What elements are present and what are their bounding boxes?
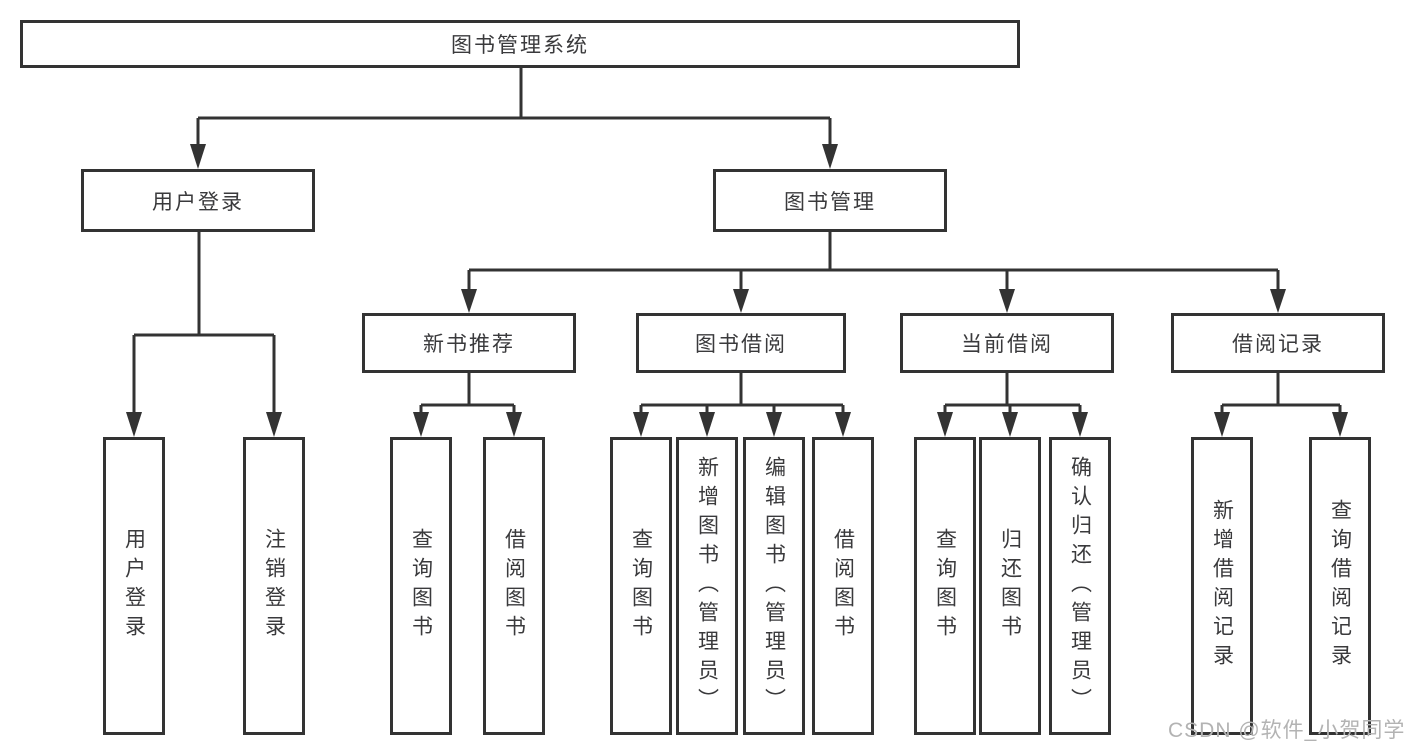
leaf-label: 查询图书 [933,528,957,644]
leaf-confirm-return-admin: 确认归还（管理员） [1049,437,1111,735]
arrow-icon [126,412,142,437]
connector-new-book-recommend-to-leaves [419,373,516,414]
leaf-return-books: 归还图书 [979,437,1041,735]
leaf-label: 编辑图书（管理员） [762,455,786,717]
leaf-label: 确认归还（管理员） [1068,455,1092,717]
node-book-borrowing: 图书借阅 [636,313,846,373]
connector-root-to-level2 [196,68,832,147]
leaf-label: 查询图书 [409,528,433,644]
connector-book-management-to-level3 [467,232,1280,291]
arrow-icon [506,412,522,437]
arrow-icon [1072,412,1088,437]
node-root-library-management-system: 图书管理系统 [20,20,1020,68]
leaf-edit-books-admin: 编辑图书（管理员） [743,437,805,735]
leaf-label: 注销登录 [262,528,286,644]
arrow-icon [835,412,851,437]
csdn-watermark: CSDN @软件_小贺同学 [1168,719,1405,742]
node-user-login: 用户登录 [81,169,315,232]
arrow-icon [1270,289,1286,313]
leaf-label: 用户登录 [122,528,146,644]
connector-user-login-to-leaves [132,232,276,414]
arrow-icon [413,412,429,437]
leaf-label: 查询图书 [629,528,653,644]
leaf-add-books-admin: 新增图书（管理员） [676,437,738,735]
leaf-borrow-books: 借阅图书 [812,437,874,735]
arrow-icon [733,289,749,313]
leaf-label: 借阅图书 [831,528,855,644]
connector-borrowing-records-to-leaves [1220,373,1342,414]
arrow-icon [1332,412,1348,437]
leaf-logout: 注销登录 [243,437,305,735]
arrowheads [126,144,1348,437]
node-book-management: 图书管理 [713,169,947,232]
node-new-book-recommend: 新书推荐 [362,313,576,373]
leaf-add-borrow-record: 新增借阅记录 [1191,437,1253,735]
leaf-label: 归还图书 [998,528,1022,644]
leaf-label: 新增借阅记录 [1210,499,1234,673]
leaf-label: 查询借阅记录 [1328,499,1352,673]
leaf-label: 新增图书（管理员） [695,455,719,717]
arrow-icon [461,289,477,313]
connector-book-borrowing-to-leaves [639,373,845,414]
leaf-query-borrow-record: 查询借阅记录 [1309,437,1371,735]
leaf-query-books-recommend: 查询图书 [390,437,452,735]
arrow-icon [822,144,838,169]
arrow-icon [1002,412,1018,437]
arrow-icon [190,144,206,169]
leaf-label: 借阅图书 [502,528,526,644]
connector-current-borrowing-to-leaves [943,373,1082,414]
leaf-query-books-borrowing: 查询图书 [610,437,672,735]
arrow-icon [633,412,649,437]
arrow-icon [1214,412,1230,437]
leaf-user-login: 用户登录 [103,437,165,735]
arrow-icon [699,412,715,437]
arrow-icon [999,289,1015,313]
arrow-icon [937,412,953,437]
node-borrowing-records: 借阅记录 [1171,313,1385,373]
arrow-icon [266,412,282,437]
leaf-query-books-current: 查询图书 [914,437,976,735]
leaf-borrow-books-recommend: 借阅图书 [483,437,545,735]
arrow-icon [766,412,782,437]
node-current-borrowing: 当前借阅 [900,313,1114,373]
